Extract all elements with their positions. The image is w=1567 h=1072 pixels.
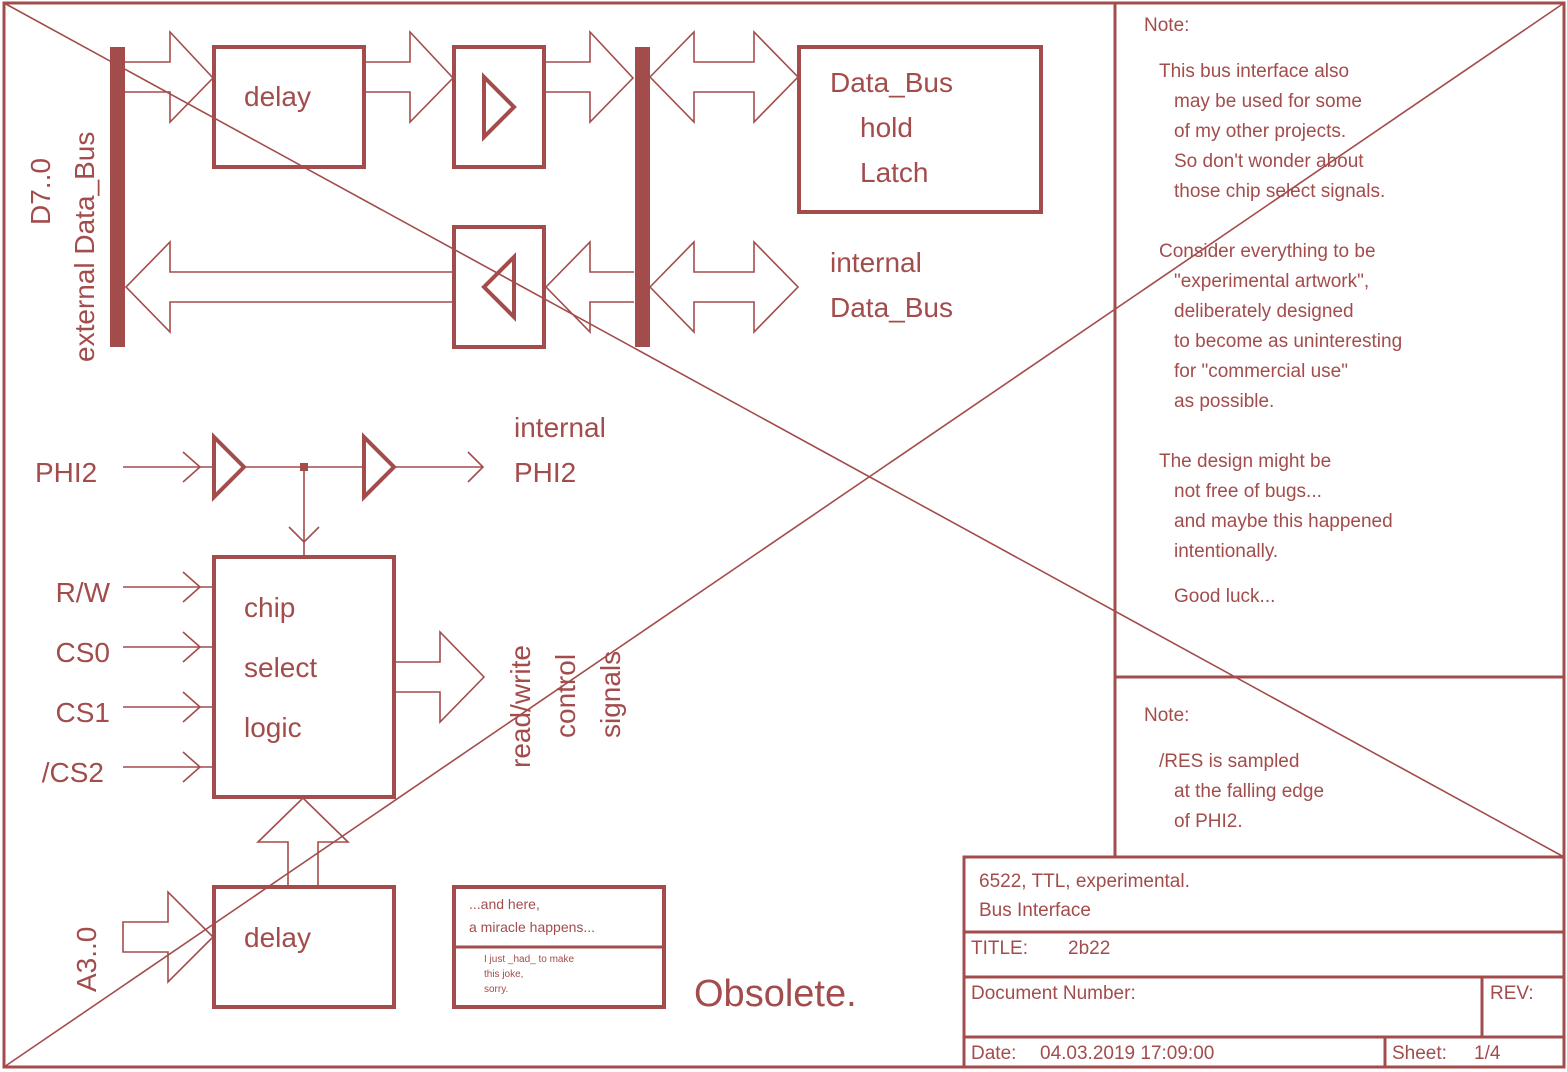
input-cs1: CS1 — [56, 691, 213, 728]
internal-bus-bar — [635, 47, 650, 347]
input-cs2-n: /CS2 — [42, 751, 213, 788]
bus-arrow-internal-to-buffer — [544, 240, 634, 334]
phi2-input-label: PHI2 — [35, 457, 97, 488]
note-line: "experimental artwork", — [1174, 271, 1369, 292]
obsolete-cross-line-1 — [3, 2, 1565, 858]
obsolete-stamp: Obsolete. — [694, 973, 857, 1015]
phi2-buffer-1-icon — [212, 432, 247, 502]
note-line: Good luck... — [1174, 586, 1275, 607]
delay-block-bottom — [212, 885, 396, 1009]
joke-small-line-1: I just _had_ to make — [484, 954, 574, 965]
note-line: This bus interface also — [1159, 61, 1349, 82]
bus-arrow-buffer-to-ext — [124, 240, 453, 334]
input-arrow-icon — [182, 571, 202, 603]
joke-line-1: ...and here, — [469, 896, 540, 912]
bus-arrow-buffer-to-internal — [546, 29, 635, 124]
input-arrow-icon — [182, 631, 202, 663]
delay-bottom-label: delay — [244, 922, 311, 953]
data-bus-hold-latch — [797, 45, 1043, 214]
sheet-label: Sheet: — [1392, 1043, 1447, 1064]
buffer-left-triangle-icon — [481, 252, 516, 322]
input-label: R/W — [56, 577, 111, 608]
note-line: /RES is sampled — [1159, 751, 1299, 772]
chip-select-label-3: logic — [244, 712, 302, 743]
title-block: 6522, TTL, experimental. Bus Interface T… — [962, 855, 1566, 1069]
note-line: So don't wonder about — [1174, 151, 1364, 172]
external-bus-label-1: D7..0 — [25, 158, 56, 225]
latch-label-2: hold — [860, 112, 913, 143]
doc-number-label: Document Number: — [971, 983, 1136, 1004]
note-line: and maybe this happened — [1174, 511, 1393, 532]
input-arrow-icon — [182, 751, 202, 783]
input-cs0: CS0 — [56, 631, 213, 668]
input-label: CS0 — [56, 637, 110, 668]
date-value: 04.03.2019 17:09:00 — [1040, 1043, 1214, 1064]
input-buffer-block — [452, 45, 546, 169]
bus-arrow-delay-to-buffer — [366, 29, 455, 124]
external-bus-label-2: external Data_Bus — [69, 132, 100, 362]
address-input-label: A3..0 — [71, 927, 102, 992]
input-label: /CS2 — [42, 757, 104, 788]
note-line: at the falling edge — [1174, 781, 1324, 802]
note-line: those chip select signals. — [1174, 181, 1385, 202]
bidir-arrow-internal-bus — [648, 240, 800, 334]
rw-signals-label-2: control — [550, 654, 581, 738]
input-arrow-icon — [182, 691, 202, 723]
note-general: Note: This bus interface also may be used… — [1144, 15, 1402, 607]
note-reset: Note: /RES is sampled at the falling edge… — [1144, 705, 1324, 832]
internal-bus-label-1: internal — [830, 247, 922, 278]
joke-line-2: a miracle happens... — [469, 919, 595, 935]
bus-arrow-address-in — [122, 890, 215, 984]
latch-label-3: Latch — [860, 157, 929, 188]
note-heading: Note: — [1144, 15, 1189, 36]
rw-signals-label-3: signals — [595, 651, 626, 738]
note-line: to become as uninteresting — [1174, 331, 1402, 352]
title-block-frame — [962, 855, 1566, 1069]
bus-arrow-address-up — [256, 796, 350, 886]
delay-top-label: delay — [244, 81, 311, 112]
internal-bus-label-2: Data_Bus — [830, 292, 953, 323]
phi2-input-arrow-icon — [182, 451, 202, 483]
phi2-output-label-1: internal — [514, 412, 606, 443]
obsolete-cross-line-2 — [3, 2, 1565, 1068]
bus-arrow-control-signals — [396, 630, 486, 724]
buffer-right-triangle-icon — [482, 72, 517, 142]
title-label: TITLE: — [971, 938, 1028, 959]
latch-label-1: Data_Bus — [830, 67, 953, 98]
chip-select-label-1: chip — [244, 592, 295, 623]
phi2-buffer-2-icon — [362, 432, 397, 502]
phi2-output-arrow-icon — [467, 451, 485, 483]
note-line: intentionally. — [1174, 541, 1278, 562]
chip-select-logic-block — [212, 555, 396, 799]
joke-small-line-3: sorry. — [484, 984, 508, 995]
phi2-output-label-2: PHI2 — [514, 457, 576, 488]
note-line: not free of bugs... — [1174, 481, 1322, 502]
sheet-value: 1/4 — [1474, 1043, 1501, 1064]
note-line: of PHI2. — [1174, 811, 1243, 832]
title-value: 2b22 — [1068, 938, 1110, 959]
input-label: CS1 — [56, 697, 110, 728]
delay-block-top — [212, 45, 366, 169]
input-rw: R/W — [56, 571, 213, 608]
note-line: Consider everything to be — [1159, 241, 1376, 262]
rw-signals-label-1: read/write — [505, 645, 536, 768]
output-buffer-block — [452, 225, 546, 349]
description-line-2: Bus Interface — [979, 900, 1091, 921]
note-heading: Note: — [1144, 705, 1189, 726]
rev-label: REV: — [1490, 983, 1534, 1004]
bidir-arrow-to-latch — [648, 30, 800, 124]
external-bus-bar — [110, 47, 125, 347]
chip-select-label-2: select — [244, 652, 317, 683]
note-line: deliberately designed — [1174, 301, 1354, 322]
note-line: as possible. — [1174, 391, 1274, 412]
description-line-1: 6522, TTL, experimental. — [979, 871, 1190, 892]
note-line: may be used for some — [1174, 91, 1362, 112]
date-label: Date: — [971, 1043, 1016, 1064]
phi2-tap-arrow-icon — [288, 526, 320, 544]
joke-small-line-2: this joke, — [484, 969, 523, 980]
note-line: The design might be — [1159, 451, 1331, 472]
note-line: of my other projects. — [1174, 121, 1346, 142]
note-line: for "commercial use" — [1174, 361, 1348, 382]
